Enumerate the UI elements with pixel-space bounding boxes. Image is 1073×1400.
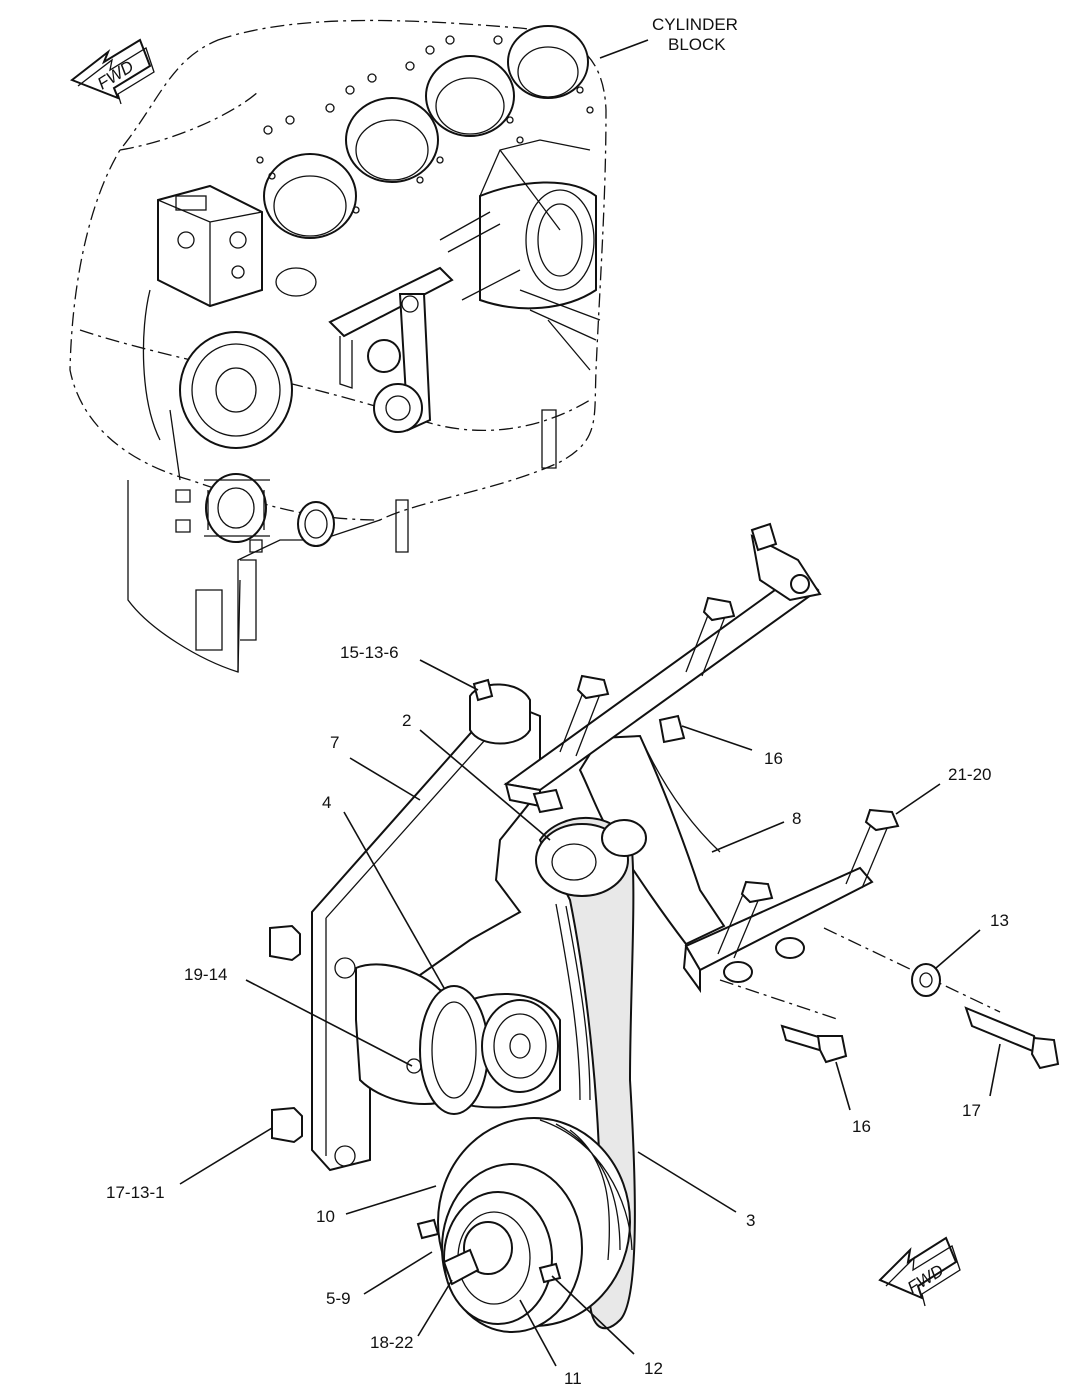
cylinder-block-label-line2: BLOCK: [668, 35, 726, 54]
cylinder-block-label-line1: CYLINDER: [652, 15, 738, 34]
part-13-washer: [911, 963, 941, 997]
part-8-bracket: [578, 734, 726, 946]
part-17-bolt: [964, 1006, 1042, 1056]
callout-leaders: [179, 659, 1001, 1367]
callout-12: 12: [644, 1359, 663, 1378]
callout-16-bottom: 16: [852, 1117, 871, 1136]
callout-21-20: 21-20: [948, 765, 991, 784]
callout-8: 8: [792, 809, 801, 828]
callout-18-22: 18-22: [370, 1333, 413, 1352]
callout-11: 11: [564, 1369, 582, 1388]
callout-3: 3: [746, 1211, 755, 1230]
fwd-arrow-bottom: FWD: [878, 1236, 961, 1307]
callout-19-14: 19-14: [184, 965, 227, 984]
callout-4: 4: [322, 793, 331, 812]
callout-17-13-1: 17-13-1: [106, 1183, 165, 1202]
callout-15-13-6: 15-13-6: [340, 643, 399, 662]
callout-7: 7: [330, 733, 339, 752]
callout-13: 13: [990, 911, 1009, 930]
belt-drive-assembly: [269, 522, 1060, 1333]
cylinder-block-drawing: [69, 19, 607, 673]
callout-5-9: 5-9: [326, 1289, 351, 1308]
callout-2: 2: [402, 711, 411, 730]
callout-10: 10: [316, 1207, 335, 1226]
callout-16-top: 16: [764, 749, 783, 768]
fwd-arrow-top: FWD: [69, 38, 155, 105]
callout-17: 17: [962, 1101, 981, 1120]
callout-labels: 15-13-6 2 7 4 16 21-20 8 13 19-14 16 17 …: [106, 643, 1009, 1388]
cylinder-block-leader: [599, 39, 649, 59]
